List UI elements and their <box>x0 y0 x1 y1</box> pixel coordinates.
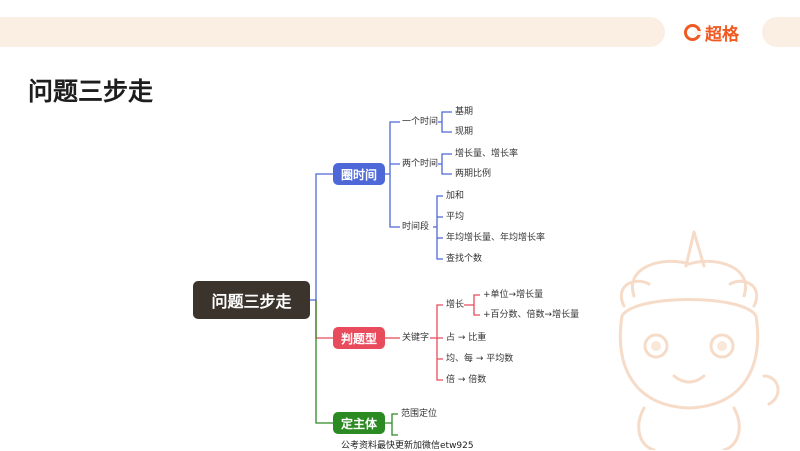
branch-judge-type: 判题型 <box>333 327 385 349</box>
node-average: 平均 <box>446 212 465 222</box>
logo-g-icon <box>684 23 701 41</box>
brand-logo: 超格 <box>684 20 739 45</box>
branch-circle-time: 圈时间 <box>333 163 385 185</box>
node-percent-multiple-growth: +百分数、倍数→增长量 <box>483 310 580 320</box>
node-two-period-ratio: 两期比例 <box>455 169 492 179</box>
node-growth-amount-rate: 增长量、增长率 <box>455 149 519 159</box>
node-sum: 加和 <box>446 191 465 201</box>
unicorn-mascot-icon <box>618 230 780 450</box>
node-count-lookup: 查找个数 <box>446 254 483 264</box>
header-bar-end <box>762 17 800 47</box>
branch-set-subject: 定主体 <box>333 412 385 434</box>
watermark-text: 公考资料最快更新加微信etw925 <box>341 441 474 451</box>
page-title: 问题三步走 <box>28 77 154 106</box>
node-range-locate: 范围定位 <box>401 409 438 419</box>
mindmap-root-node: 问题三步走 <box>193 281 310 319</box>
node-annual-growth: 年均增长量、年均增长率 <box>446 233 546 243</box>
node-one-time: 一个时间 <box>402 117 439 127</box>
node-growth: 增长 <box>446 300 465 310</box>
node-time-span: 时间段 <box>402 222 430 232</box>
node-keyword: 关键字 <box>402 333 430 343</box>
node-multiple: 倍 → 倍数 <box>446 375 487 385</box>
node-unit-growth-amount: +单位→增长量 <box>483 290 544 300</box>
node-per-average: 均、每 → 平均数 <box>446 354 514 364</box>
node-proportion: 占 → 比重 <box>446 333 487 343</box>
node-base-period: 基期 <box>455 107 474 117</box>
logo-text: 超格 <box>705 24 739 45</box>
node-current-period: 现期 <box>455 127 474 137</box>
header-bar <box>0 17 665 47</box>
node-two-times: 两个时间 <box>402 159 439 169</box>
